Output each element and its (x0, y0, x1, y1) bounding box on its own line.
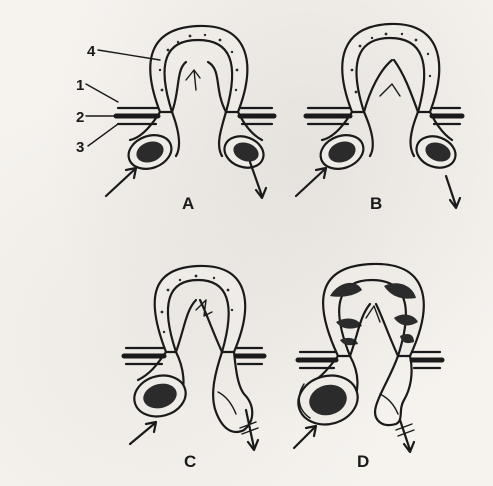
panel-label-a: A (182, 194, 194, 213)
callout-label-3: 3 (76, 139, 84, 156)
panel-label-c: C (184, 452, 196, 471)
panel-b (296, 24, 462, 208)
callout-label-2: 2 (76, 109, 84, 126)
callout-label-4: 4 (87, 43, 96, 60)
callout-label-1: 1 (76, 77, 84, 94)
panel-a (86, 26, 274, 198)
panel-label-d: D (357, 452, 369, 471)
panel-label-b: B (370, 194, 382, 213)
panel-c (124, 266, 264, 450)
panel-d (293, 264, 442, 452)
